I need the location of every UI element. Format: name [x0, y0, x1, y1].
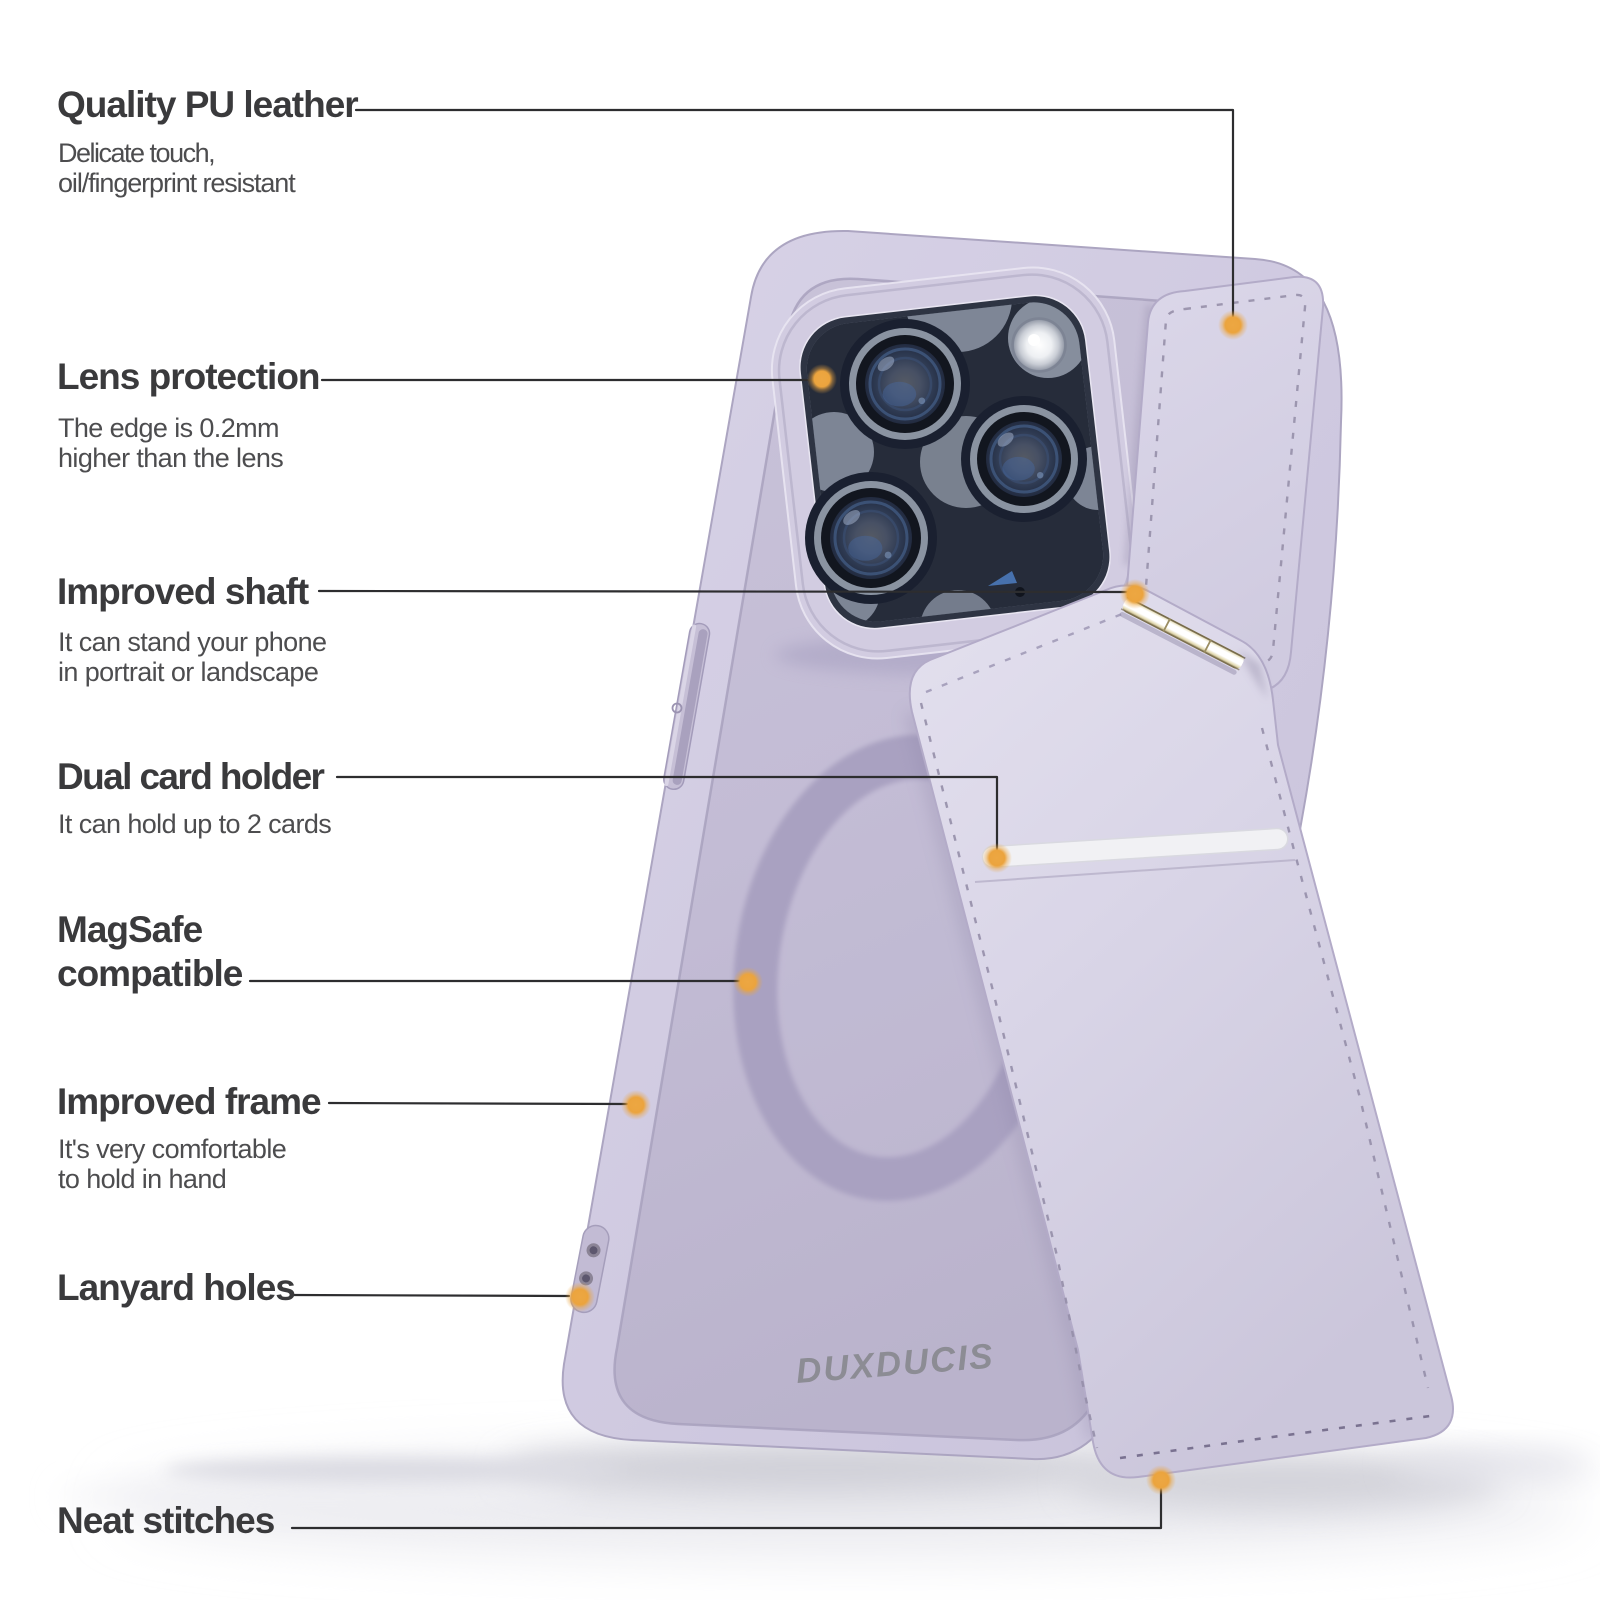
svg-text:It's very comfortable: It's very comfortable	[58, 1134, 286, 1164]
svg-text:It can hold up to 2 cards: It can hold up to 2 cards	[58, 809, 331, 839]
svg-text:compatible: compatible	[57, 953, 243, 994]
svg-text:Delicate touch,: Delicate touch,	[58, 138, 214, 168]
svg-text:oil/fingerprint resistant: oil/fingerprint resistant	[58, 168, 296, 198]
svg-text:to hold in hand: to hold in hand	[58, 1164, 226, 1194]
svg-text:MagSafe: MagSafe	[57, 909, 203, 950]
svg-text:higher than the lens: higher than the lens	[58, 443, 283, 473]
svg-text:It can stand your phone: It can stand your phone	[58, 627, 326, 657]
svg-text:Dual card holder: Dual card holder	[57, 756, 325, 797]
svg-text:Improved shaft: Improved shaft	[57, 571, 309, 612]
svg-text:Improved frame: Improved frame	[57, 1081, 321, 1122]
svg-text:Lanyard holes: Lanyard holes	[57, 1267, 295, 1308]
svg-text:in portrait or landscape: in portrait or landscape	[58, 657, 318, 687]
svg-text:Lens protection: Lens protection	[57, 356, 320, 397]
svg-text:The edge is 0.2mm: The edge is 0.2mm	[58, 413, 279, 443]
svg-text:Neat stitches: Neat stitches	[57, 1500, 275, 1541]
svg-text:Quality PU leather: Quality PU leather	[57, 84, 358, 125]
